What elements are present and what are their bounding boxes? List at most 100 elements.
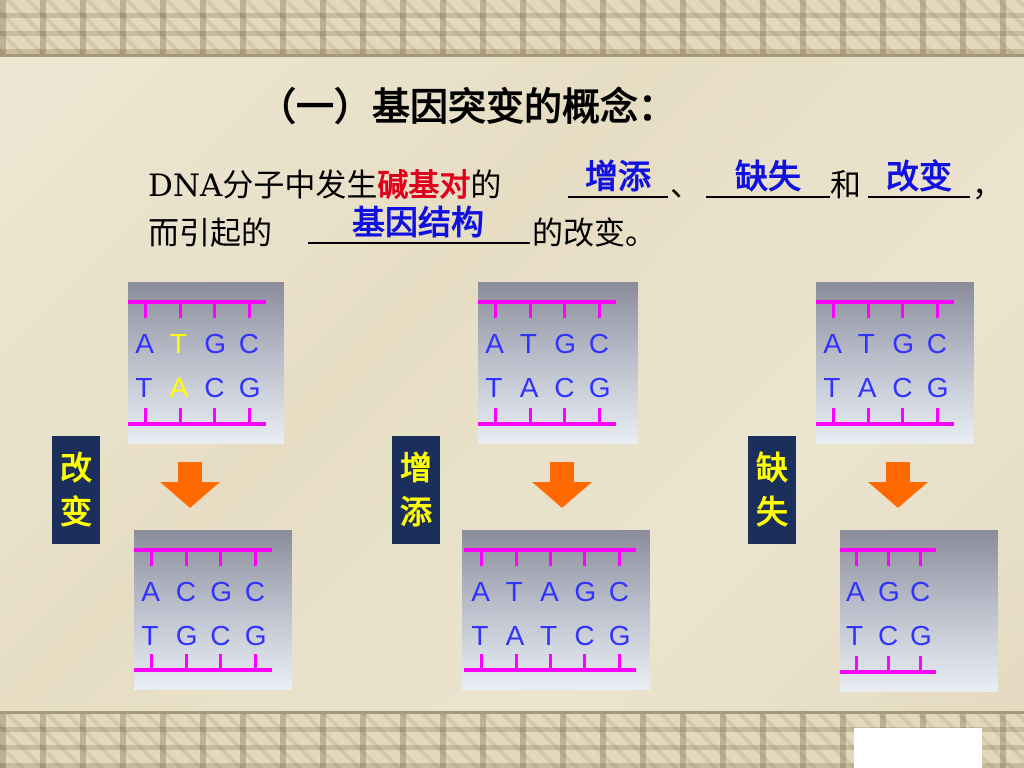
label-change: 改 变: [52, 436, 100, 544]
strand-tick: [832, 304, 836, 318]
base-row2: C: [574, 620, 595, 651]
base-row1: A: [540, 576, 559, 607]
label-add: 增 添: [392, 436, 440, 544]
base-row1: A: [846, 576, 865, 607]
strand-tick: [597, 408, 601, 422]
strand-tick: [855, 552, 858, 566]
strand-tick: [935, 408, 939, 422]
strand-tick: [150, 654, 154, 668]
base-row2: G: [175, 620, 198, 651]
base-row1: A: [471, 576, 490, 607]
strand-tick: [617, 654, 621, 668]
strand-backbone-bottom: [478, 422, 616, 426]
base-row1: T: [169, 328, 187, 359]
base-row1: C: [910, 576, 931, 607]
base-row2: C: [204, 372, 225, 403]
strand-tick: [549, 654, 552, 668]
base-row1: G: [892, 328, 915, 359]
label-delete: 缺 失: [748, 436, 796, 544]
strand-tick: [184, 654, 188, 668]
strand-backbone-bottom: [840, 670, 936, 674]
base-row2: G: [244, 620, 267, 651]
base-row2: G: [238, 372, 261, 403]
strand-tick: [866, 304, 870, 318]
base-row2: C: [878, 620, 899, 651]
strand-tick: [901, 408, 905, 422]
base-row1: G: [210, 576, 233, 607]
sentence-text-1b: 的: [470, 168, 502, 204]
strand-tick: [866, 408, 870, 422]
strand-backbone-bottom: [464, 668, 636, 672]
sentence-text-1a: DNA分子中发生: [148, 168, 378, 204]
strand-tick: [144, 408, 148, 422]
strand-backbone-top: [128, 300, 266, 304]
strand-tick: [617, 552, 621, 566]
strand-tick: [919, 552, 922, 566]
sentence-line-2a: 而引起的: [148, 216, 272, 252]
strand-tick: [150, 552, 154, 566]
base-row2: T: [485, 372, 503, 403]
strand-tick: [514, 552, 518, 566]
strand-backbone-top: [816, 300, 954, 304]
base-row2: T: [846, 620, 864, 651]
strand-tick: [901, 304, 905, 318]
answer-gaibian: 改变: [886, 157, 952, 196]
strand-tick: [184, 552, 188, 566]
base-row1: T: [505, 576, 523, 607]
blank-4: [308, 242, 530, 244]
base-row1: T: [857, 328, 875, 359]
base-row2: T: [540, 620, 558, 651]
down-arrow-icon: [532, 462, 592, 508]
border-divider-bottom: [0, 711, 1024, 714]
base-row2: T: [823, 372, 841, 403]
strand-tick: [597, 304, 601, 318]
base-row1: A: [485, 328, 504, 359]
decorative-border-bottom: [0, 714, 1024, 768]
strand-tick: [528, 408, 532, 422]
base-row1: C: [238, 328, 259, 359]
answer-queshi: 缺失: [735, 157, 801, 196]
strand-backbone-bottom: [128, 422, 266, 426]
strand-tick: [219, 552, 223, 566]
border-divider-top: [0, 54, 1024, 57]
base-row1: C: [926, 328, 947, 359]
base-row2: A: [169, 372, 189, 403]
strand-tick: [528, 304, 532, 318]
base-row2: A: [519, 372, 539, 403]
base-row2: T: [135, 372, 153, 403]
strand-tick: [480, 552, 484, 566]
answer-jiyinjiegou: 基因结构: [352, 203, 484, 242]
strand-tick: [253, 552, 257, 566]
answer-zengtian: 增添: [585, 157, 651, 196]
down-arrow-icon: [868, 462, 928, 508]
down-arrow-icon: [160, 462, 220, 508]
label-delete-char-2: 失: [755, 493, 788, 531]
strand-tick: [887, 656, 890, 670]
base-row1: G: [574, 576, 597, 607]
strand-tick: [219, 654, 223, 668]
blank-3: [868, 196, 970, 198]
base-row2: C: [210, 620, 231, 651]
strand-tick: [213, 304, 217, 318]
strand-backbone-bottom: [816, 422, 954, 426]
strand-tick: [253, 654, 257, 668]
sentence-keyword-red: 碱基对: [377, 168, 471, 204]
sentence-line-2b: 的改变。: [532, 216, 656, 252]
blank-2: [706, 196, 830, 198]
blank-white-box: [854, 728, 982, 768]
strand-tick: [494, 408, 498, 422]
base-row2: C: [554, 372, 575, 403]
strand-backbone-top: [840, 548, 936, 552]
base-row2: G: [910, 620, 932, 651]
sentence-end-comma: ，: [972, 168, 1003, 204]
strand-tick: [855, 656, 858, 670]
sentence-and: 和: [830, 168, 861, 204]
strand-tick: [583, 552, 587, 566]
label-change-char-2: 变: [59, 493, 92, 531]
strand-tick: [178, 304, 182, 318]
label-delete-char-1: 缺: [755, 449, 788, 487]
